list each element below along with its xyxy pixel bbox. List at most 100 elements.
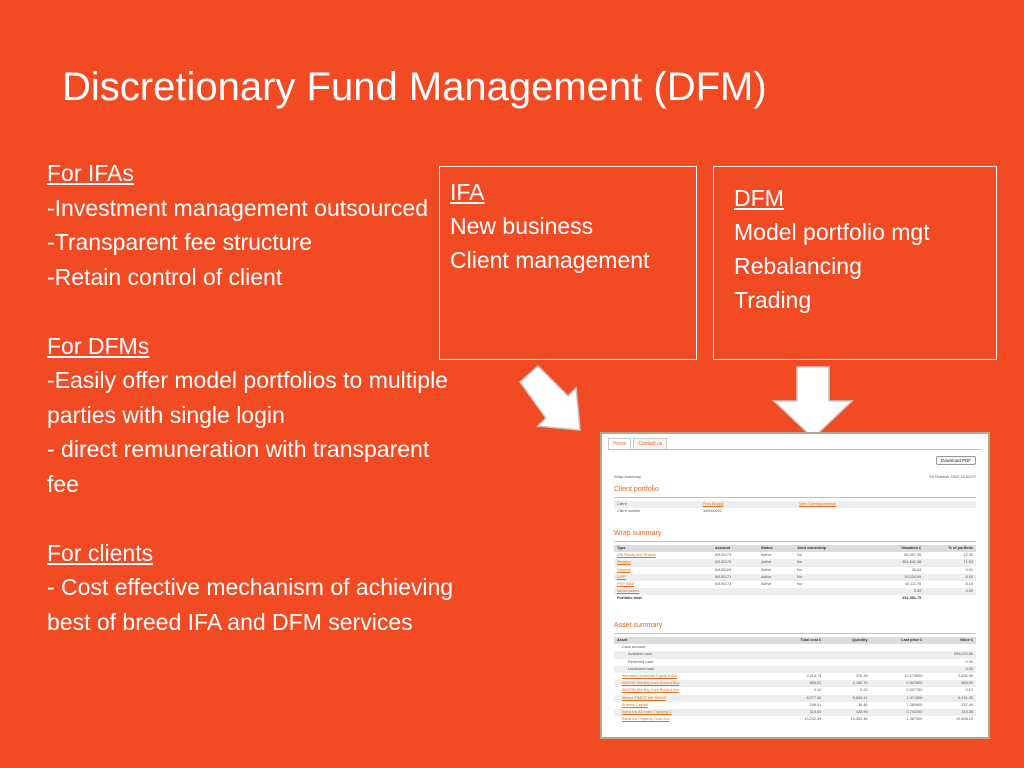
- wrap-type-link[interactable]: General: [617, 567, 631, 572]
- client-name-link[interactable]: Fred Bloggs: [703, 502, 724, 506]
- tab-contact-us[interactable]: Contact us: [633, 438, 668, 449]
- table-cell: 71.53: [924, 559, 976, 567]
- table-cell: [824, 644, 870, 651]
- section-rule: [614, 633, 976, 634]
- table-cell: 3,830.05: [958, 674, 973, 679]
- table-cell: 8,741.35: [925, 694, 976, 702]
- table-cell: [758, 588, 794, 596]
- asset-link[interactable]: Aviva Inv Property Trust Acc: [622, 717, 670, 722]
- section-heading-ifas: For IFAs: [47, 160, 134, 186]
- column-header: % of portfolio: [924, 545, 976, 553]
- asset-link[interactable]: Aberdeen American Equity A Acc: [622, 674, 678, 679]
- down-arrow-icon: [772, 366, 854, 440]
- table-cell: 257.49: [961, 702, 973, 707]
- table-cell: 0.00: [880, 588, 925, 596]
- wrap-type-link[interactable]: SIPP: [617, 574, 626, 579]
- table-cell: [770, 651, 825, 659]
- asset-link[interactable]: Allianz PIMCO UK Yield B: [622, 695, 666, 700]
- dfm-box-line: Rebalancing: [734, 253, 862, 279]
- table-cell: 40,111.76: [904, 582, 922, 587]
- table-cell: [925, 644, 976, 651]
- table-cell: 491,591.75: [902, 596, 922, 601]
- section-line: - direct remuneration with transparent f…: [47, 436, 430, 497]
- wrap-type-link[interactable]: Media assets: [617, 589, 640, 594]
- dfm-box-heading: DFM: [734, 185, 784, 211]
- wrap-summary-title: Wrap summary: [614, 530, 662, 537]
- asset-link[interactable]: Aviva Inv All Index Tracking 1: [622, 710, 672, 715]
- table-cell: [770, 665, 825, 674]
- view-correspondence-link[interactable]: View Correspondence: [799, 502, 837, 506]
- wrap-type-link[interactable]: PEP ISA3: [617, 582, 634, 587]
- section-line: - Cost effective mechanism of achieving …: [47, 574, 454, 635]
- table-row: Client Fred Bloggs View Correspondence: [614, 501, 976, 509]
- table-cell: 0.742200: [870, 709, 926, 717]
- section-heading-dfms: For DFMs: [47, 332, 150, 359]
- table-cell: 19,608.15: [956, 717, 973, 722]
- table-cell: 1,192.70: [824, 680, 871, 688]
- table-cell: [924, 595, 976, 602]
- column-header: Asset: [614, 637, 770, 645]
- table-cell: [794, 595, 880, 602]
- table-cell: 36.46: [858, 702, 868, 707]
- portal-tabs: Home Contact us: [608, 438, 669, 449]
- table-cell: 0.547500: [870, 680, 926, 688]
- wrap-summary-table: Type Account Status Joint ownership Valu…: [614, 545, 976, 603]
- asset-link[interactable]: Artemis Capital: [622, 702, 648, 707]
- table-cell: [870, 651, 926, 659]
- table-cell: AEGON Sterling Core Bond A Acc: [614, 687, 770, 694]
- client-number-label: Client number: [617, 509, 641, 514]
- asset-summary-title: Asset summary: [614, 622, 663, 629]
- table-cell: [770, 644, 824, 651]
- dfm-box-line: Trading: [734, 287, 812, 313]
- table-cell: 0.01: [965, 567, 973, 572]
- table-cell: 10.174900: [904, 674, 923, 679]
- column-header: Type: [614, 545, 712, 553]
- table-cell: 1.471500: [870, 694, 926, 702]
- table-cell: 39,334.59: [880, 573, 925, 582]
- table-cell: No: [794, 573, 880, 582]
- table-header-row: Type Account Status Joint ownership Valu…: [614, 545, 976, 553]
- asset-link[interactable]: AEGON Sterling Core Bond A Acc: [622, 688, 680, 693]
- table-cell: Portfolio total: [617, 596, 642, 601]
- table-cell: 12.35: [963, 553, 973, 558]
- table-cell: 0.00: [965, 659, 973, 664]
- wrap-type-link[interactable]: Pension: [617, 560, 631, 565]
- ifa-box-line: Client management: [450, 247, 650, 273]
- table-cell: Aviva Inv All Index Tracking 1: [614, 709, 770, 717]
- table-cell: Media assets: [614, 588, 712, 596]
- table-header-row: Asset Total cost £ Quantity Last price £…: [614, 637, 976, 645]
- table-cell: Cash account: [622, 645, 646, 650]
- table-cell: 0.00: [924, 588, 976, 596]
- table-cell: No: [797, 582, 802, 587]
- table-cell: 428.90: [824, 709, 871, 717]
- table-cell: [712, 595, 758, 602]
- wrap-type-link[interactable]: ISA Stocks and Shares: [617, 553, 656, 558]
- client-number-value: 100000201: [703, 509, 723, 514]
- column-header: Joint ownership: [794, 545, 880, 553]
- table-cell: No: [797, 567, 802, 572]
- table-cell: [770, 659, 824, 666]
- portal-screenshot: Home Contact us Download PDF Wrap summar…: [600, 432, 990, 739]
- asset-summary-table: Asset Total cost £ Quantity Last price £…: [614, 637, 976, 723]
- table-cell: 5,840.41: [824, 694, 871, 702]
- breadcrumb: Wrap summary: [614, 474, 642, 479]
- spacer: [47, 501, 457, 536]
- timestamp: 04 October 2012 16:02:07: [929, 474, 976, 479]
- section-line: -Investment management outsourced: [47, 194, 428, 221]
- asset-link[interactable]: AEGON Sterling Core Bond A Acc: [622, 681, 680, 686]
- table-cell: 319.38: [925, 709, 976, 717]
- table-cell: SIPP: [614, 573, 712, 582]
- download-pdf-button[interactable]: Download PDF: [935, 456, 976, 465]
- tab-home[interactable]: Home: [608, 438, 632, 449]
- table-cell: Active: [758, 559, 794, 567]
- table-cell: [871, 644, 926, 651]
- table-cell: W100171: [712, 573, 758, 582]
- table-cell: W100173: [715, 553, 732, 558]
- table-cell: 376.38: [855, 674, 868, 679]
